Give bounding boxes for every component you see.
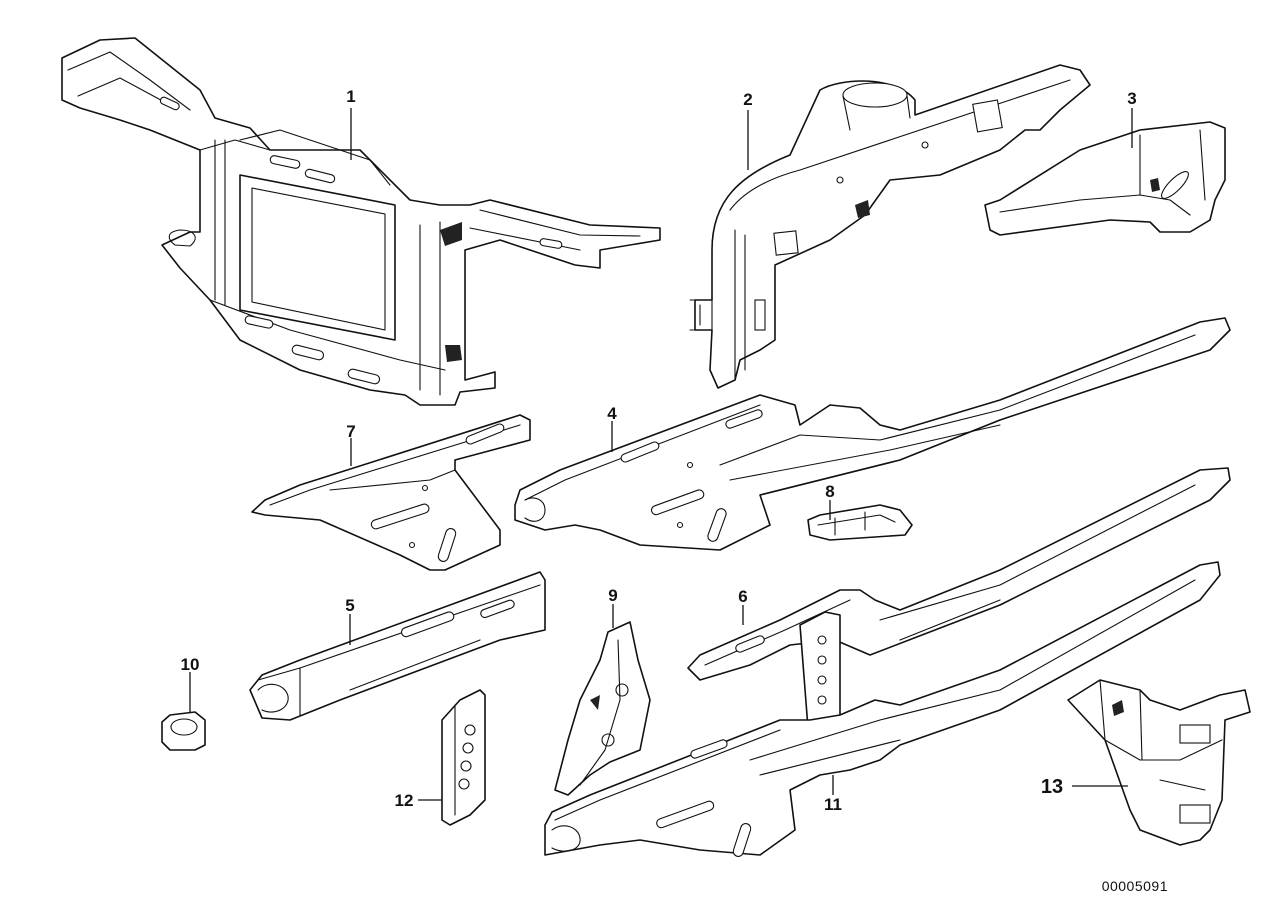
callout-11: 11 xyxy=(824,795,842,814)
callout-13: 13 xyxy=(1041,776,1063,798)
document-id: 00005091 xyxy=(1102,878,1168,894)
callout-12: 12 xyxy=(395,791,414,810)
callout-5: 5 xyxy=(345,596,354,615)
callout-9: 9 xyxy=(608,586,617,605)
part-8-small-bracket xyxy=(807,504,913,541)
callout-2: 2 xyxy=(743,90,752,109)
part-4-side-member xyxy=(514,317,1231,551)
callout-labels: 1 2 3 4 7 8 5 10 9 6 12 11 13 xyxy=(181,87,1137,814)
part-12-pillar xyxy=(441,689,486,826)
callout-10: 10 xyxy=(181,655,200,674)
part-10-grommet xyxy=(161,711,206,751)
callout-6: 6 xyxy=(738,587,747,606)
callout-3: 3 xyxy=(1127,89,1136,108)
part-9-reinforcement xyxy=(554,621,651,796)
part-13-rear-bracket xyxy=(1067,679,1251,846)
callout-4: 4 xyxy=(607,404,617,423)
part-1-front-panel xyxy=(61,37,661,406)
callout-7: 7 xyxy=(346,422,355,441)
part-2-wheel-arch xyxy=(689,64,1091,389)
part-3-bracket xyxy=(984,121,1226,236)
callout-8: 8 xyxy=(825,482,834,501)
part-7-member-section xyxy=(251,414,531,571)
callout-1: 1 xyxy=(346,87,355,106)
callout-leaders xyxy=(189,108,1133,801)
part-6-member-section xyxy=(687,467,1231,731)
part-11-side-member-assembly xyxy=(544,561,1221,857)
part-5-box-member xyxy=(249,571,546,721)
